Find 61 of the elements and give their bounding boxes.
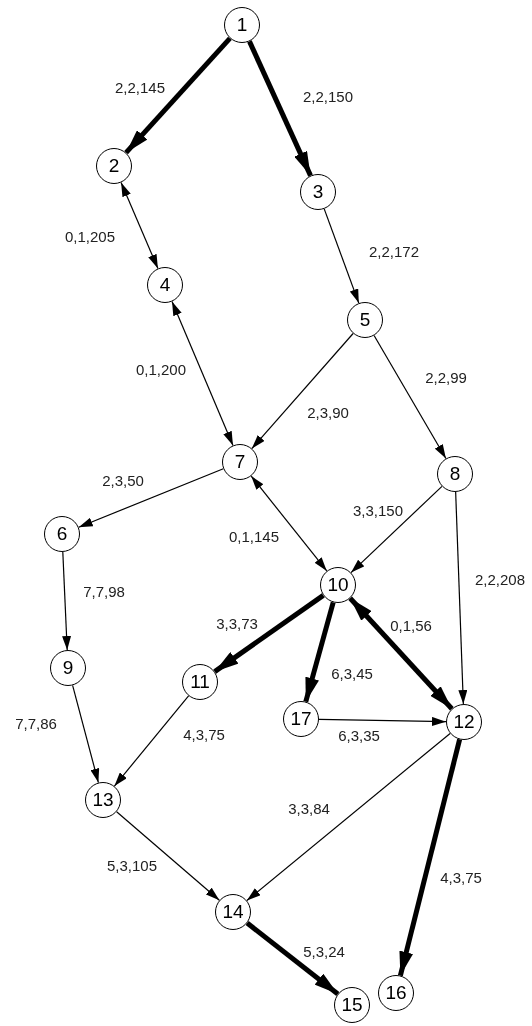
node-circle: 16 bbox=[378, 975, 414, 1011]
arrow bbox=[350, 485, 443, 574]
node-circle: 9 bbox=[50, 650, 86, 686]
edge-label: 3,3,73 bbox=[215, 616, 259, 632]
edge-label: 3,3,150 bbox=[352, 503, 404, 519]
edge-label: 2,2,208 bbox=[474, 572, 526, 588]
edge-label: 2,2,150 bbox=[302, 89, 354, 105]
arrow bbox=[455, 491, 468, 705]
edge-label: 0,1,145 bbox=[228, 529, 280, 545]
edge-label: 7,7,98 bbox=[82, 584, 126, 600]
node-circle: 7 bbox=[222, 444, 258, 480]
arrow bbox=[246, 732, 451, 902]
edge-label: 5,3,105 bbox=[106, 858, 158, 874]
arrow bbox=[373, 334, 447, 460]
node-circle: 5 bbox=[347, 302, 383, 338]
arrow bbox=[323, 208, 360, 304]
node-circle: 4 bbox=[147, 267, 183, 303]
arrow bbox=[250, 475, 328, 572]
arrow bbox=[78, 468, 224, 528]
edge-label: 5,3,24 bbox=[302, 944, 346, 960]
arrow bbox=[318, 716, 447, 726]
node-circle: 3 bbox=[300, 174, 336, 210]
arrow bbox=[113, 695, 190, 787]
arrow bbox=[397, 738, 463, 977]
node-circle: 11 bbox=[182, 664, 218, 700]
node-circle: 14 bbox=[215, 894, 251, 930]
edge-label: 2,2,99 bbox=[424, 370, 468, 386]
node-circle: 8 bbox=[437, 456, 473, 492]
edge-label: 2,2,145 bbox=[114, 80, 166, 96]
arrow bbox=[62, 551, 72, 651]
edge-label: 0,1,56 bbox=[389, 618, 433, 634]
arrow bbox=[72, 684, 100, 784]
edge-label: 4,3,75 bbox=[439, 870, 483, 886]
edge-label: 0,1,200 bbox=[135, 362, 187, 378]
arrow bbox=[245, 921, 340, 996]
edge-label: 0,1,205 bbox=[64, 229, 116, 245]
arrow bbox=[120, 181, 159, 270]
edge-label: 4,3,75 bbox=[182, 727, 226, 743]
node-circle: 1 bbox=[224, 7, 260, 43]
node-circle: 17 bbox=[283, 701, 319, 737]
node-circle: 15 bbox=[334, 987, 370, 1023]
node-circle: 6 bbox=[44, 516, 80, 552]
edge-label: 6,3,45 bbox=[330, 666, 374, 682]
edge-label: 2,2,172 bbox=[368, 244, 420, 260]
arrow bbox=[247, 40, 313, 177]
arrow bbox=[251, 332, 354, 450]
arrow bbox=[124, 36, 232, 155]
edge-label: 6,3,35 bbox=[337, 728, 381, 744]
arrow bbox=[213, 593, 325, 674]
node-circle: 2 bbox=[96, 148, 132, 184]
edge-label: 3,3,84 bbox=[287, 801, 331, 817]
arrow bbox=[171, 300, 234, 447]
node-circle: 13 bbox=[85, 782, 121, 818]
arrow bbox=[303, 601, 336, 703]
edge-label: 2,3,90 bbox=[306, 405, 350, 421]
arrow bbox=[348, 596, 454, 711]
node-circle: 10 bbox=[320, 567, 356, 603]
edge-label: 2,3,50 bbox=[101, 473, 145, 489]
node-circle: 12 bbox=[446, 704, 482, 740]
arrow bbox=[116, 811, 220, 901]
edge-label: 7,7,86 bbox=[14, 716, 58, 732]
